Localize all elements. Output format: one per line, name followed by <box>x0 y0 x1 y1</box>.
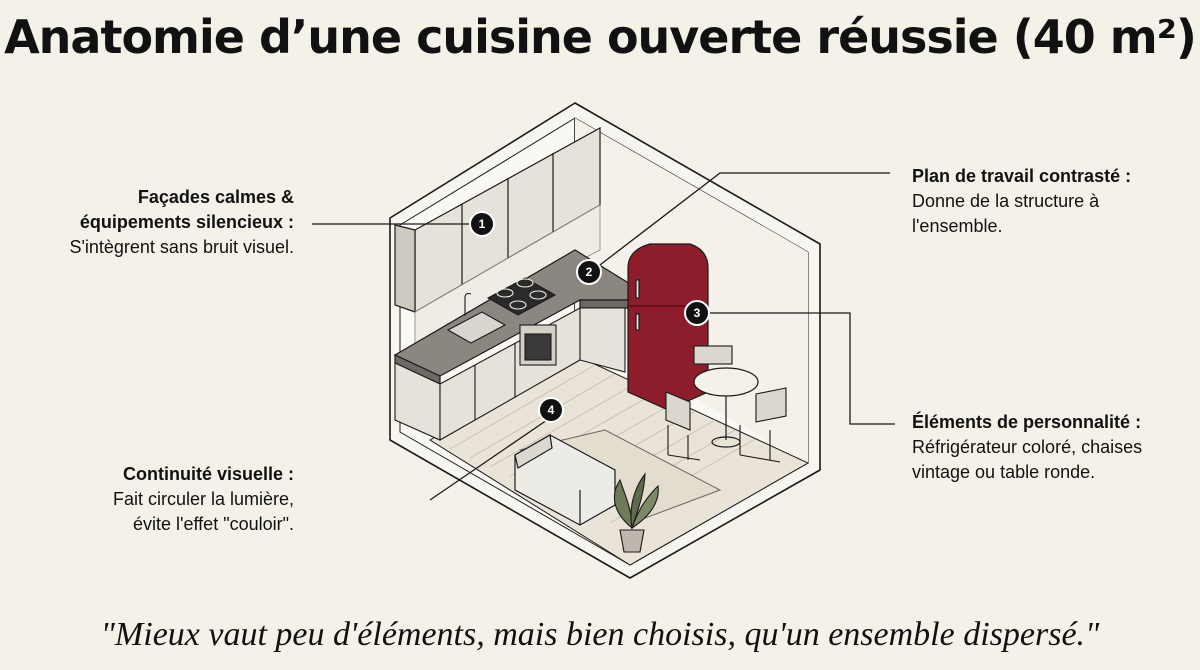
svg-text:1: 1 <box>479 217 486 231</box>
svg-text:2: 2 <box>586 265 593 279</box>
marker-1: 1 <box>469 211 495 237</box>
leader-lines <box>312 172 895 501</box>
callout-personality: Éléments de personnalité : Réfrigérateur… <box>912 410 1142 485</box>
callout-continuity: Continuité visuelle : Fait circuler la l… <box>113 462 294 537</box>
callout-text: S'intègrent sans bruit visuel. <box>69 237 294 257</box>
backsplash <box>414 204 601 346</box>
callout-text: Réfrigérateur coloré, chaises <box>912 437 1143 457</box>
sofa <box>514 434 616 526</box>
vintage-chairs <box>665 345 787 463</box>
callout-countertop: Plan de travail contrasté : Donne de la … <box>912 164 1131 239</box>
red-fridge <box>627 243 709 411</box>
cooktop <box>486 277 557 316</box>
page-title: Anatomie d’une cuisine ouverte réussie (… <box>4 10 1197 64</box>
callout-heading: Plan de travail contrasté : <box>912 166 1132 186</box>
callout-heading: Éléments de personnalité : <box>912 412 1142 432</box>
round-table <box>693 367 759 448</box>
lower-cabinets <box>394 307 626 441</box>
callout-heading: Façades calmes & <box>137 187 294 207</box>
potted-plant <box>613 472 659 553</box>
callout-text: vintage ou table ronde. <box>912 462 1096 482</box>
marker-2: 2 <box>576 259 602 285</box>
callout-text: évite l'effet "couloir". <box>133 514 294 534</box>
marker-4: 4 <box>538 397 564 423</box>
callout-facades: Façades calmes & équipements silencieux … <box>69 185 294 260</box>
svg-text:3: 3 <box>694 306 701 320</box>
svg-text:4: 4 <box>548 403 555 417</box>
callout-heading: Continuité visuelle : <box>122 464 294 484</box>
callout-text: Donne de la structure à <box>912 191 1100 211</box>
callout-heading: équipements silencieux : <box>79 212 294 232</box>
sink <box>446 292 507 344</box>
callout-text: l'ensemble. <box>912 216 1003 236</box>
callout-text: Fait circuler la lumière, <box>112 489 294 509</box>
marker-3: 3 <box>684 300 710 326</box>
footer-quote: "Mieux vaut peu d'éléments, mais bien ch… <box>100 616 1100 653</box>
